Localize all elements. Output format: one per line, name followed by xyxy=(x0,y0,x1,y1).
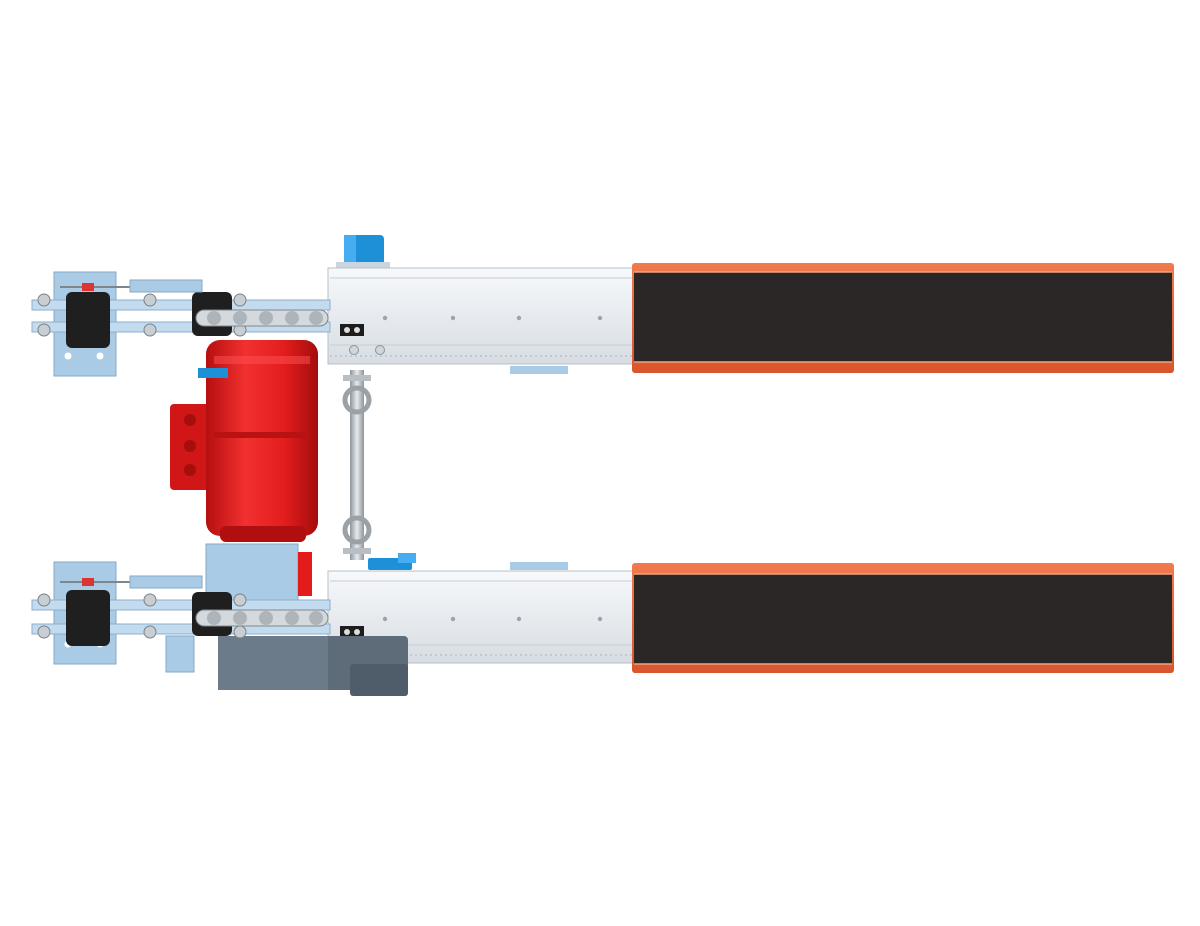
drive-shaft-icon xyxy=(342,370,372,560)
chain-drive-top-icon xyxy=(31,271,331,377)
end-cap xyxy=(340,324,364,336)
proximity-sensor-icon xyxy=(368,553,416,570)
top-rail xyxy=(327,267,634,365)
chain-drive-bottom-icon xyxy=(31,561,331,673)
bottom-conveyor xyxy=(327,553,1174,673)
end-cap xyxy=(340,626,364,638)
top-conveyor xyxy=(327,235,1174,374)
drive-motor-icon xyxy=(170,340,318,542)
proximity-sensor-icon xyxy=(336,235,390,270)
top-belt xyxy=(632,263,1174,373)
bottom-belt xyxy=(632,563,1174,673)
sprocket-icon xyxy=(195,309,329,327)
sprocket-icon xyxy=(195,609,329,627)
